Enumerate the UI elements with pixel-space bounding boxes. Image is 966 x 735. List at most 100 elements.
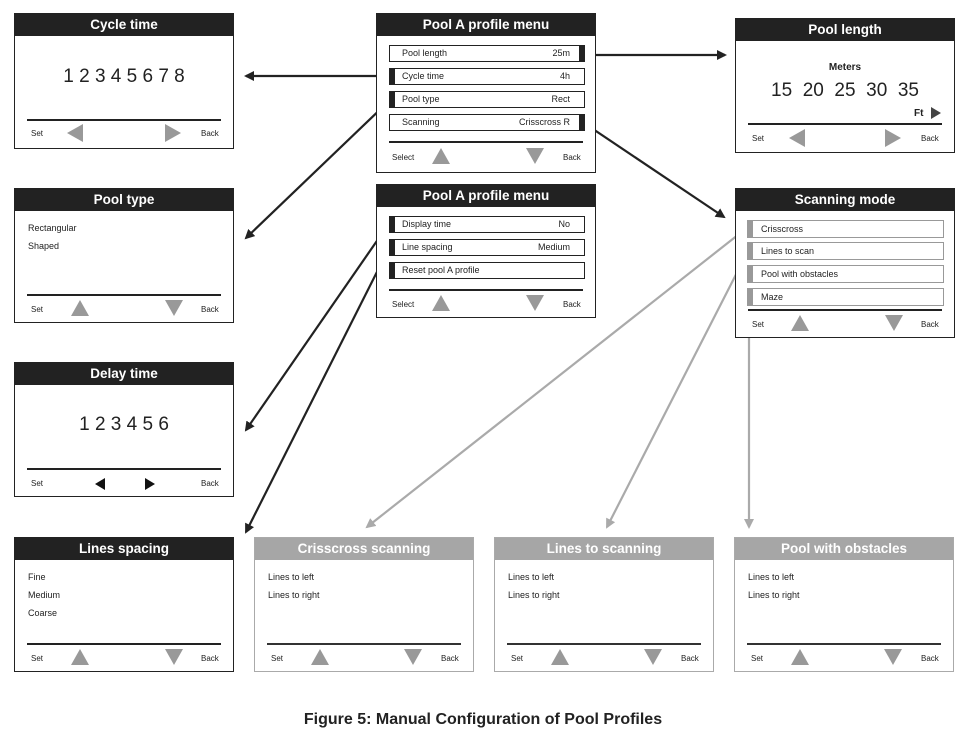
down-arrow-button[interactable] (885, 315, 903, 331)
down-arrow-button[interactable] (404, 649, 422, 665)
up-arrow-button[interactable] (432, 148, 450, 164)
lines-spacing-option[interactable]: Coarse (28, 608, 58, 618)
profile-menu-2-panel: Pool A profile menu Display time No Line… (376, 184, 596, 318)
menu-row-pool-length[interactable]: Pool length 25m (389, 45, 585, 62)
set-label: Set (271, 654, 284, 663)
down-arrow-button[interactable] (644, 649, 662, 665)
pool-type-option[interactable]: Rectangular (28, 223, 77, 233)
down-arrow-button[interactable] (165, 300, 183, 316)
menu-row-cycle-time[interactable]: Cycle time 4h (389, 68, 585, 85)
menu-row-reset-profile[interactable]: Reset pool A profile (389, 262, 585, 279)
left-arrow-button[interactable] (67, 124, 83, 142)
figure-caption: Figure 5: Manual Configuration of Pool P… (303, 711, 663, 728)
scan-option[interactable]: Lines to left (508, 572, 555, 582)
up-arrow-button[interactable] (551, 649, 569, 665)
set-label: Set (752, 320, 765, 329)
pool-length-panel: Pool length Meters 15 20 25 30 35 Ft Set… (735, 18, 955, 153)
lines-spacing-panel: Lines spacing Fine Medium Coarse Set Bac… (14, 537, 234, 672)
scan-option[interactable]: Lines to right (748, 590, 800, 600)
cycle-time-title: Cycle time (15, 14, 233, 36)
scanning-option-lines-to-scan[interactable]: Lines to scan (747, 242, 944, 260)
row-label: Pool type (402, 94, 440, 104)
pool-type-panel: Pool type Rectangular Shaped Set Back (14, 188, 234, 323)
profile-menu-1-title: Pool A profile menu (377, 14, 595, 36)
scanning-option-pool-with-obstacles[interactable]: Pool with obstacles (747, 265, 944, 283)
set-label: Set (752, 134, 765, 143)
row-value: Medium (537, 242, 570, 252)
arrow-to-lines-to-scanning (606, 250, 749, 529)
scan-option[interactable]: Lines to left (748, 572, 795, 582)
scanning-option-crisscross[interactable]: Crisscross (747, 220, 944, 238)
option-label: Crisscross (761, 224, 803, 234)
back-label: Back (441, 654, 459, 663)
down-arrow-button[interactable] (526, 295, 544, 311)
crisscross-scanning-title: Crisscross scanning (255, 538, 473, 560)
scanning-option-maze[interactable]: Maze (747, 288, 944, 306)
back-label: Back (681, 654, 699, 663)
row-label: Cycle time (402, 71, 445, 81)
option-label: Lines to scan (761, 246, 815, 256)
lines-spacing-option[interactable]: Medium (28, 590, 61, 600)
menu-row-scanning[interactable]: Scanning Crisscross R (389, 114, 585, 131)
up-arrow-button[interactable] (311, 649, 329, 665)
row-label: Reset pool A profile (402, 265, 480, 275)
back-label: Back (201, 479, 219, 488)
lines-spacing-option[interactable]: Fine (28, 572, 46, 582)
row-value: 25m (552, 48, 570, 58)
arrow-to-delay-time (244, 221, 391, 432)
menu-row-line-spacing[interactable]: Line spacing Medium (389, 239, 585, 256)
unit-label: Meters (828, 62, 862, 73)
up-arrow-button[interactable] (71, 300, 89, 316)
set-label: Set (511, 654, 524, 663)
row-label: Display time (402, 219, 452, 229)
scan-option[interactable]: Lines to left (268, 572, 315, 582)
back-label: Back (921, 320, 939, 329)
pool-type-title: Pool type (15, 189, 233, 211)
up-arrow-button[interactable] (432, 295, 450, 311)
pool-length-values: 15 20 25 30 35 (771, 80, 919, 101)
up-arrow-button[interactable] (791, 649, 809, 665)
set-label: Set (31, 654, 44, 663)
down-arrow-button[interactable] (884, 649, 902, 665)
scanning-mode-title: Scanning mode (736, 189, 954, 211)
arrow-to-crisscross-scanning (365, 226, 749, 529)
lines-spacing-title: Lines spacing (15, 538, 233, 560)
left-arrow-button[interactable] (95, 478, 105, 490)
delay-time-values: 1 2 3 4 5 6 (79, 414, 169, 435)
delay-time-title: Delay time (15, 363, 233, 385)
back-label: Back (563, 153, 581, 162)
pool-type-option[interactable]: Shaped (28, 241, 60, 251)
row-label: Pool length (402, 48, 448, 58)
ft-arrow-icon[interactable] (931, 107, 941, 119)
right-arrow-button[interactable] (885, 129, 901, 147)
right-arrow-button[interactable] (165, 124, 181, 142)
row-value: Rect (551, 94, 570, 104)
option-label: Pool with obstacles (761, 269, 839, 279)
scan-option[interactable]: Lines to right (268, 590, 320, 600)
menu-row-pool-type[interactable]: Pool type Rect (389, 91, 585, 108)
back-label: Back (201, 654, 219, 663)
select-label: Select (392, 153, 415, 162)
arrow-to-pool-type (244, 99, 391, 240)
down-arrow-button[interactable] (526, 148, 544, 164)
set-label: Set (31, 129, 44, 138)
select-label: Select (392, 300, 415, 309)
lines-to-scanning-panel: Lines to scanning Lines to left Lines to… (494, 537, 714, 672)
back-label: Back (921, 134, 939, 143)
up-arrow-button[interactable] (71, 649, 89, 665)
cycle-time-values: 1 2 3 4 5 6 7 8 (63, 66, 185, 87)
row-value: Crisscross R (519, 117, 570, 127)
row-value: No (558, 219, 570, 229)
menu-row-display-time[interactable]: Display time No (389, 216, 585, 233)
set-label: Set (31, 305, 44, 314)
crisscross-scanning-panel: Crisscross scanning Lines to left Lines … (254, 537, 474, 672)
option-label: Maze (761, 292, 784, 302)
cycle-time-panel: Cycle time 1 2 3 4 5 6 7 8 Set Back (14, 13, 234, 149)
left-arrow-button[interactable] (789, 129, 805, 147)
right-arrow-button[interactable] (145, 478, 155, 490)
down-arrow-button[interactable] (165, 649, 183, 665)
scan-option[interactable]: Lines to right (508, 590, 560, 600)
up-arrow-button[interactable] (791, 315, 809, 331)
scanning-mode-panel: Scanning mode Crisscross Lines to scan P… (735, 188, 955, 338)
pool-with-obstacles-title: Pool with obstacles (735, 538, 953, 560)
